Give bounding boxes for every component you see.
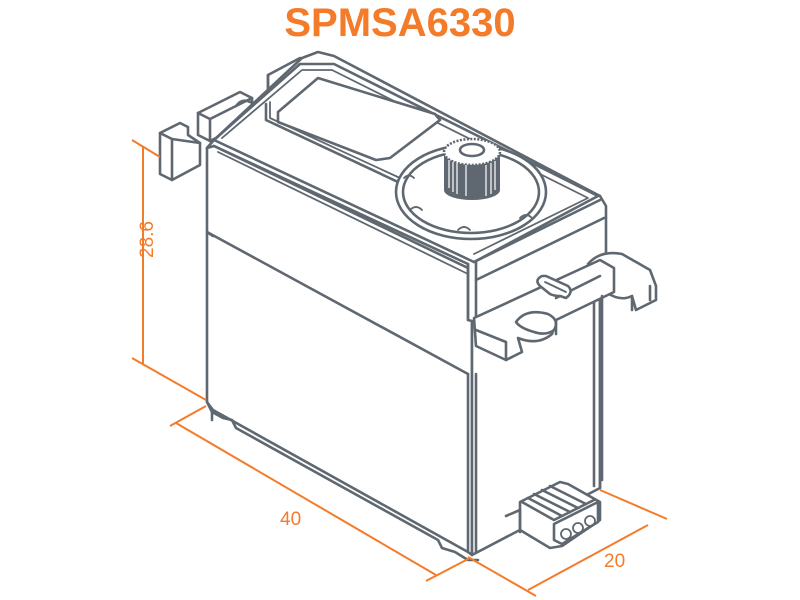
label-recess [264, 76, 442, 186]
mounting-tab-front-right [472, 251, 658, 482]
output-spline [442, 137, 502, 200]
product-title: SPMSA6330 [284, 1, 516, 45]
dimension-length [169, 405, 471, 582]
dimension-width-label: 20 [604, 551, 626, 572]
connector [504, 480, 602, 550]
dimension-length-label: 40 [280, 509, 302, 530]
dimension-height-label: 28.6 [137, 221, 158, 258]
dimension-width [467, 489, 668, 597]
dimension-height [131, 139, 207, 401]
